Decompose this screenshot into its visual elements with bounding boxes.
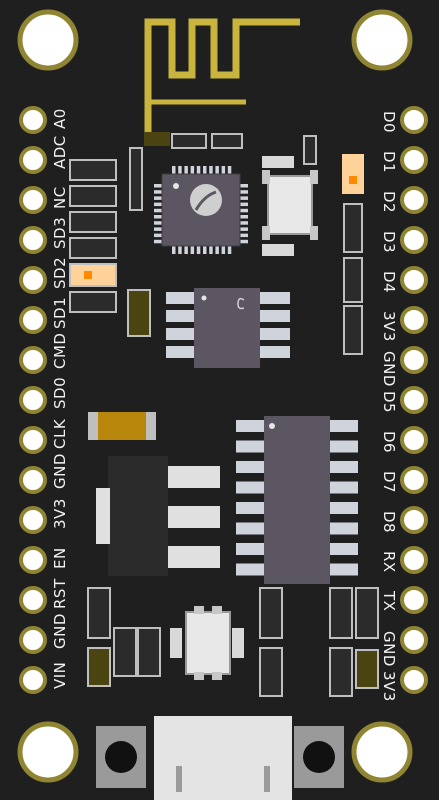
voltage-regulator (96, 456, 220, 576)
mounting-hole-top-left (17, 9, 79, 71)
left-pin-pad (19, 586, 47, 614)
right-pin-label: 3V3 (380, 671, 398, 702)
right-pin-pad (400, 626, 428, 654)
left-pin-pad (19, 186, 47, 214)
right-pin-label: D3 (380, 231, 398, 254)
right-pin-label: TX (380, 591, 398, 612)
left-pin-label: GND (51, 613, 69, 649)
top-resistors (129, 133, 317, 211)
left-pin-pad (19, 426, 47, 454)
left-pin-pad (19, 226, 47, 254)
right-pin-label: D5 (380, 391, 398, 414)
left-pin-pad (19, 346, 47, 374)
flash-button[interactable] (96, 726, 146, 788)
right-pin-label: 3V3 (380, 311, 398, 342)
right-pin-pad (400, 106, 428, 134)
left-pin-pad (19, 546, 47, 574)
bottom-components (87, 587, 379, 697)
usb-serial-chip (236, 416, 358, 584)
right-pin-pad (400, 306, 428, 334)
right-pin-label: D1 (380, 151, 398, 174)
reset-button[interactable] (294, 726, 344, 788)
crystal-component (262, 156, 318, 256)
left-pin-label: SD3 (51, 216, 69, 249)
mounting-hole-bottom-right (351, 721, 413, 783)
right-pin-label: D6 (380, 431, 398, 454)
left-pin-pad (19, 506, 47, 534)
left-pin-label: CLK (51, 418, 69, 449)
left-pin-pad (19, 306, 47, 334)
left-pin-label: SD0 (51, 376, 69, 409)
right-pin-label: D8 (380, 511, 398, 534)
flash-chip (166, 288, 290, 368)
right-pin-pad (400, 226, 428, 254)
left-pin-pad (19, 266, 47, 294)
right-pin-pad (400, 466, 428, 494)
mounting-holes (17, 9, 413, 783)
left-pin-label: EN (51, 547, 69, 569)
left-pin-label: GND (51, 453, 69, 489)
left-pin-label: NC (51, 186, 69, 209)
left-pin-pad (19, 146, 47, 174)
pcb-antenna (144, 18, 300, 140)
right-pin-label: RX (380, 551, 398, 573)
mounting-hole-bottom-left (17, 721, 79, 783)
buttons (96, 726, 344, 788)
right-pin-pad (400, 146, 428, 174)
right-pin-pad (400, 546, 428, 574)
right-pin-label: D7 (380, 471, 398, 494)
left-pin-pad (19, 466, 47, 494)
left-pin-pad (19, 386, 47, 414)
right-pin-pad (400, 266, 428, 294)
right-led-column (342, 154, 364, 355)
left-pin-label: ADC (51, 135, 69, 169)
left-pin-label: CMD (51, 332, 69, 369)
mounting-hole-top-right (351, 9, 413, 71)
right-pin-pad (400, 186, 428, 214)
left-pin-label: SD1 (51, 296, 69, 329)
right-pin-pad (400, 346, 428, 374)
left-pin-pad (19, 626, 47, 654)
right-pin-label: D4 (380, 271, 398, 294)
antenna-feed-pad (144, 132, 170, 146)
right-pin-pad (400, 586, 428, 614)
right-pin-pad (400, 506, 428, 534)
right-pin-label: GND (380, 631, 398, 667)
right-pin-pad (400, 426, 428, 454)
left-pin-label: RST (51, 578, 69, 609)
left-pin-pad (19, 666, 47, 694)
left-pin-label: 3V3 (51, 498, 69, 529)
right-pin-label: D2 (380, 191, 398, 214)
right-pin-pad (400, 666, 428, 694)
right-pin-pad (400, 386, 428, 414)
left-resistors (69, 159, 117, 313)
left-pin-label: SD2 (51, 256, 69, 289)
esp-chip (154, 166, 248, 254)
left-pin-label: A0 (51, 108, 69, 129)
left-pin-pad (19, 106, 47, 134)
left-pin-label: VIN (51, 661, 69, 689)
right-pin-label: GND (380, 351, 398, 387)
header-pins (19, 106, 428, 694)
usb-connector[interactable] (154, 716, 292, 800)
right-pin-label: D0 (380, 111, 398, 134)
tantalum-capacitors (87, 289, 379, 689)
